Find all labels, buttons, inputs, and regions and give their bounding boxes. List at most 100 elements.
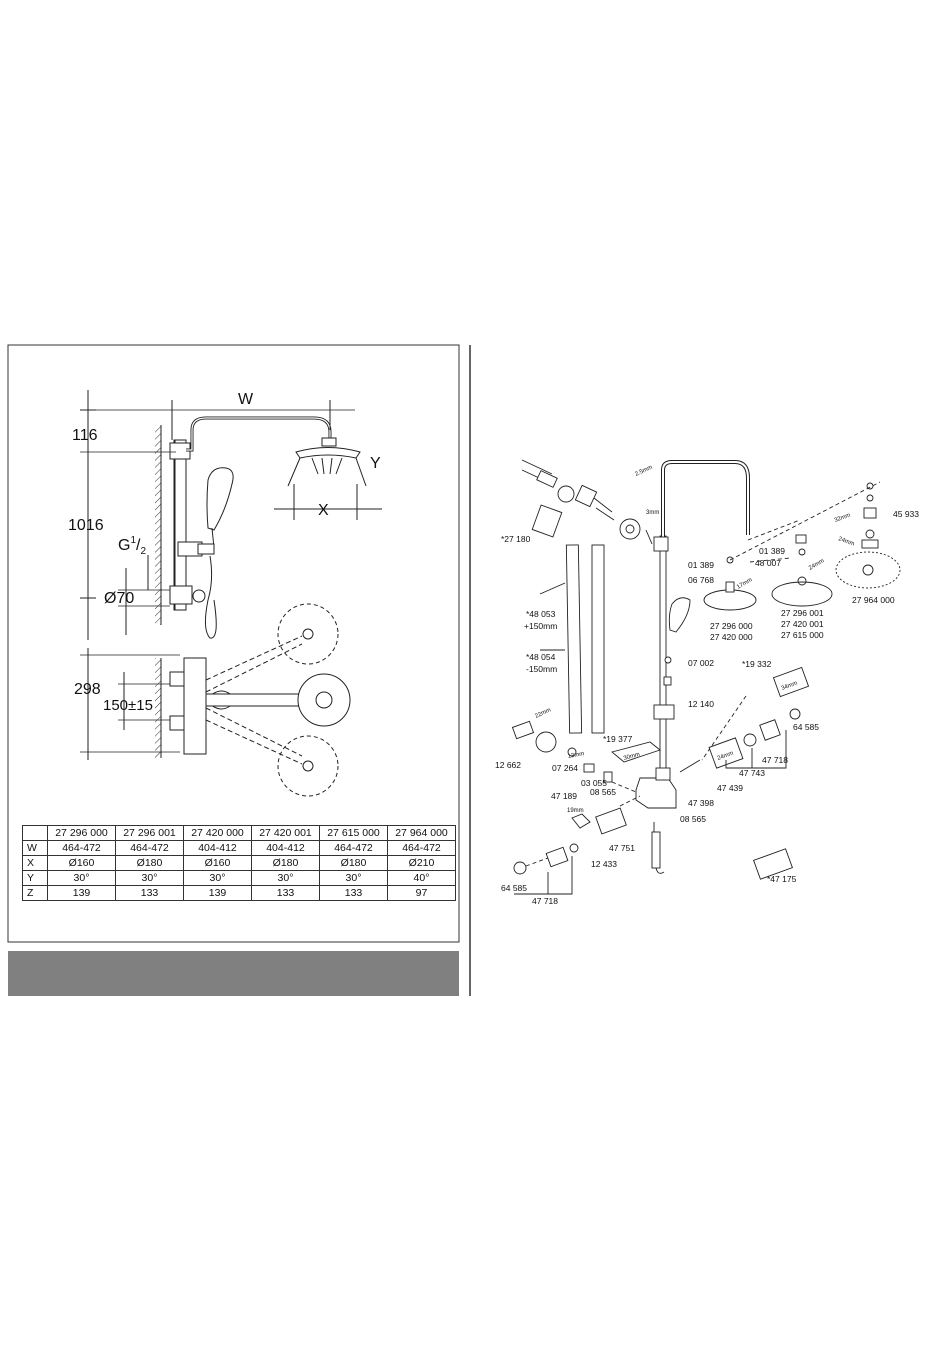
svg-text:24mm: 24mm [717, 751, 735, 762]
dimensions-table: 27 296 000 27 296 001 27 420 000 27 420 … [22, 825, 456, 901]
dimension-labels: W Y X 116 1016 G1/2 Ø70 298 150±15 [68, 391, 381, 714]
part-08565b: 08 565 [680, 814, 706, 824]
table-cell: 30° [115, 870, 184, 886]
part-27180: *27 180 [501, 534, 531, 544]
front-view-drawing [80, 390, 382, 640]
table-cell: 30° [47, 870, 116, 886]
table-header-cell: 27 964 000 [387, 825, 456, 841]
svg-text:17mm: 17mm [736, 577, 753, 591]
table-cell: Ø180 [115, 855, 184, 871]
group2-27420001: 27 420 001 [781, 619, 824, 629]
part-47751: 47 751 [609, 843, 635, 853]
part-48053-len: +150mm [524, 621, 557, 631]
part-47718a: 47 718 [762, 755, 788, 765]
table-cell: 404-412 [251, 840, 320, 856]
part-45933: 45 933 [893, 509, 919, 519]
part-12433: 12 433 [591, 859, 617, 869]
footer-bar [8, 951, 459, 996]
part-01389a: 01 389 [688, 560, 714, 570]
part-47398: 47 398 [688, 798, 714, 808]
dim-1016: 1016 [68, 517, 104, 534]
table-cell: 464-472 [115, 840, 184, 856]
table-row: Y 30° 30° 30° 30° 30° 40° [22, 870, 456, 886]
part-47718b: 47 718 [532, 896, 558, 906]
table-row: Z 139 133 139 133 133 97 [22, 885, 456, 901]
row-label: X [22, 855, 48, 871]
table-cell: Ø180 [319, 855, 388, 871]
svg-text:12mm: 12mm [567, 751, 584, 760]
table-cell: 30° [183, 870, 252, 886]
svg-text:3mm: 3mm [646, 510, 659, 516]
dim-y: Y [370, 455, 381, 472]
part-labels: *27 180 *48 053 +150mm *48 054 -150mm 12… [495, 509, 919, 906]
table-cell: 30° [319, 870, 388, 886]
table-header-cell: 27 420 000 [183, 825, 252, 841]
dim-g: G1/2 [118, 535, 146, 557]
part-07002: 07 002 [688, 658, 714, 668]
part-03055: 03 055 [581, 778, 607, 788]
table-header-cell: 27 296 000 [47, 825, 116, 841]
svg-text:30mm: 30mm [623, 752, 641, 762]
svg-text:22mm: 22mm [534, 707, 552, 719]
row-label: Z [22, 885, 48, 901]
part-48054: *48 054 [526, 652, 556, 662]
row-label: W [22, 840, 48, 856]
svg-text:19mm: 19mm [567, 808, 584, 814]
svg-text:24mm: 24mm [808, 558, 825, 572]
table-cell: 139 [47, 885, 116, 901]
group1-27420000: 27 420 000 [710, 632, 753, 642]
table-cell: 97 [387, 885, 456, 901]
part-06768: 06 768 [688, 575, 714, 585]
table-header-cell: 27 420 001 [251, 825, 320, 841]
table-row: W 464-472 464-472 404-412 404-412 464-47… [22, 840, 456, 856]
svg-text:32mm: 32mm [834, 513, 852, 524]
table-header-cell: 27 615 000 [319, 825, 388, 841]
part-64585a: 64 585 [793, 722, 819, 732]
table-cell: Ø180 [251, 855, 320, 871]
part-12662: 12 662 [495, 760, 521, 770]
part-08565a: 08 565 [590, 787, 616, 797]
part-48007: 48 007 [755, 558, 781, 568]
part-19332: *19 332 [742, 659, 772, 669]
part-12140: 12 140 [688, 699, 714, 709]
table-cell: 464-472 [319, 840, 388, 856]
part-64585b: 64 585 [501, 883, 527, 893]
part-07264: 07 264 [552, 763, 578, 773]
part-27964: 27 964 000 [852, 595, 895, 605]
table-cell: Ø160 [47, 855, 116, 871]
table-cell: 133 [115, 885, 184, 901]
table-cell: 133 [319, 885, 388, 901]
table-cell: 404-412 [183, 840, 252, 856]
svg-text:34mm: 34mm [781, 681, 799, 692]
table-cell: 30° [251, 870, 320, 886]
part-47189: 47 189 [551, 791, 577, 801]
svg-text:24mm: 24mm [837, 536, 855, 547]
group2-27296001: 27 296 001 [781, 608, 824, 618]
group1-27296000: 27 296 000 [710, 621, 753, 631]
table-header-row: 27 296 000 27 296 001 27 420 000 27 420 … [22, 825, 456, 841]
table-cell: 40° [387, 870, 456, 886]
row-label: Y [22, 870, 48, 886]
dim-298: 298 [74, 681, 101, 698]
svg-text:2.5mm: 2.5mm [634, 465, 653, 478]
dim-w: W [238, 391, 254, 408]
table-cell: 133 [251, 885, 320, 901]
part-47439: 47 439 [717, 783, 743, 793]
dim-116: 116 [72, 427, 98, 444]
dim-150: 150±15 [103, 697, 153, 714]
left-panel-frame [7, 344, 460, 943]
part-19377: *19 377 [603, 734, 633, 744]
part-47743: 47 743 [739, 768, 765, 778]
plan-view-drawing [80, 603, 351, 797]
dim-70: Ø70 [104, 590, 134, 607]
table-header-cell: 27 296 001 [115, 825, 184, 841]
dim-x: X [318, 502, 329, 519]
table-cell: Ø160 [183, 855, 252, 871]
part-48053: *48 053 [526, 609, 556, 619]
part-48054-len: -150mm [526, 664, 557, 674]
table-cell: 464-472 [47, 840, 116, 856]
table-row: X Ø160 Ø180 Ø160 Ø180 Ø180 Ø210 [22, 855, 456, 871]
exploded-view-drawing [511, 459, 901, 895]
